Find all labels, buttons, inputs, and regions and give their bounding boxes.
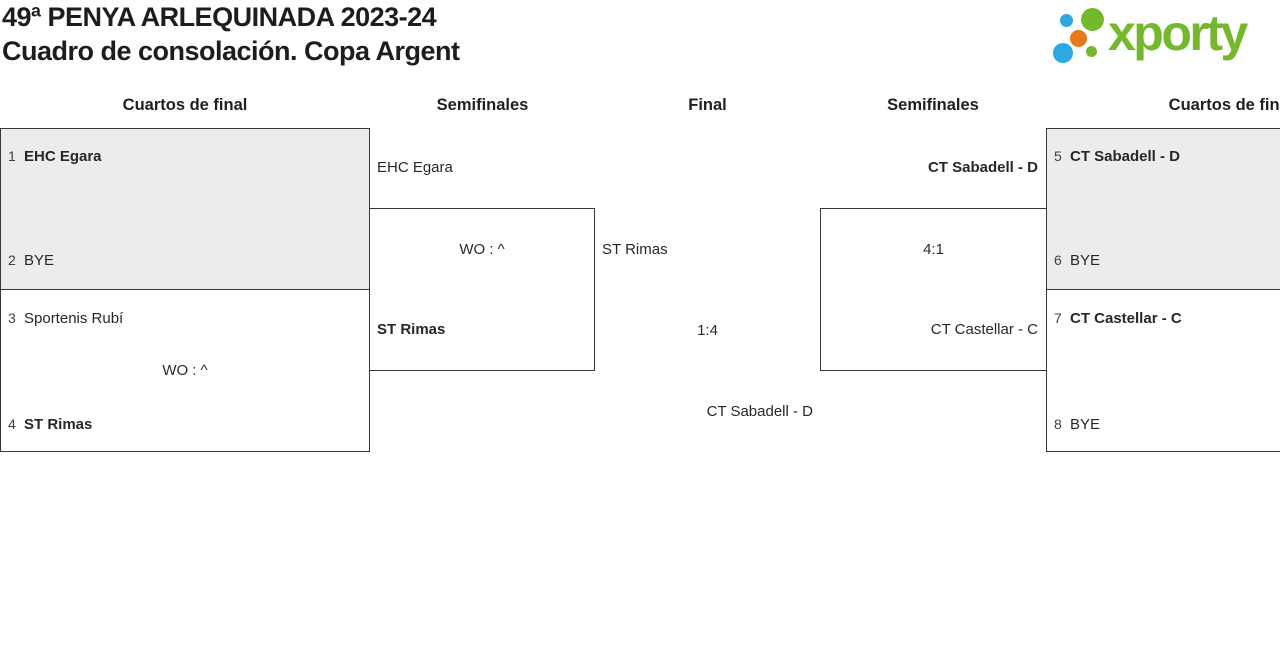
team-name: ST Rimas	[24, 416, 93, 433]
team-name: BYE	[24, 252, 55, 269]
seed-number: 3	[8, 310, 16, 326]
logo-dot-icon	[1070, 30, 1087, 47]
qf-left-bottom-row-1: 3 Sportenis Rubí	[8, 309, 123, 327]
team-name: BYE	[1070, 416, 1101, 433]
team-name: CT Sabadell - D	[1070, 148, 1181, 165]
page-title: 49ª PENYA ARLEQUINADA 2023-24 Cuadro de …	[2, 0, 460, 68]
match-box-qf-left-top[interactable]	[0, 128, 370, 290]
seed-number: 7	[1054, 310, 1062, 326]
qf-right-top-row-1: 5 CT Sabadell - D	[1054, 147, 1180, 165]
logo-wordmark: xporty	[1108, 5, 1248, 61]
qf-right-bottom-row-2: 8 BYE	[1054, 415, 1100, 433]
round-header-sf-left: Semifinales	[436, 96, 529, 114]
bracket-subtitle: Cuadro de consolación. Copa Argent	[2, 36, 460, 66]
seed-number: 4	[8, 416, 16, 432]
logo-dot-icon	[1053, 43, 1073, 63]
qf-left-bottom-row-2: 4 ST Rimas	[8, 415, 92, 433]
match-box-sf-left[interactable]	[369, 208, 595, 371]
final-team-left: ST Rimas	[602, 241, 668, 258]
match-box-qf-right-bottom[interactable]	[1046, 289, 1280, 452]
team-name: ST Rimas	[377, 321, 446, 338]
seed-number: 2	[8, 252, 16, 268]
tournament-name: 49ª PENYA ARLEQUINADA 2023-24	[2, 2, 437, 32]
logo-dot-icon	[1081, 8, 1104, 31]
qf-left-top-row-1: 1 EHC Egara	[8, 147, 102, 165]
qf-right-bottom-row-1: 7 CT Castellar - C	[1054, 309, 1182, 327]
team-name: CT Castellar - C	[930, 321, 1038, 338]
match-score: 4:1	[923, 241, 944, 258]
round-header-final: Final	[688, 96, 727, 114]
match-box-qf-right-top[interactable]	[1046, 128, 1280, 290]
team-name: EHC Egara	[24, 148, 102, 165]
match-score: WO : ^	[162, 362, 208, 379]
logo-dot-icon	[1060, 14, 1073, 27]
seed-number: 6	[1054, 252, 1062, 268]
xporty-logo[interactable]: xporty	[1050, 4, 1278, 76]
qf-right-top-row-2: 6 BYE	[1054, 251, 1100, 269]
team-name: CT Castellar - C	[1070, 310, 1182, 327]
logo-dot-icon	[1086, 46, 1097, 57]
round-header-qf-right: Cuartos de final	[1168, 96, 1280, 114]
match-score: WO : ^	[459, 241, 505, 258]
match-box-sf-right[interactable]	[820, 208, 1047, 371]
round-header-sf-right: Semifinales	[887, 96, 979, 114]
seed-number: 8	[1054, 416, 1062, 432]
team-name: BYE	[1070, 252, 1101, 269]
qf-left-top-row-2: 2 BYE	[8, 251, 54, 269]
round-header-qf-left: Cuartos de final	[122, 96, 248, 114]
final-score[interactable]: 1:4	[697, 322, 718, 339]
seed-number: 5	[1054, 148, 1062, 164]
final-team-right: CT Sabadell - D	[706, 403, 813, 420]
team-name: CT Sabadell - D	[927, 159, 1038, 176]
seed-number: 1	[8, 148, 16, 164]
team-name: Sportenis Rubí	[24, 310, 124, 327]
team-name: EHC Egara	[377, 159, 453, 176]
